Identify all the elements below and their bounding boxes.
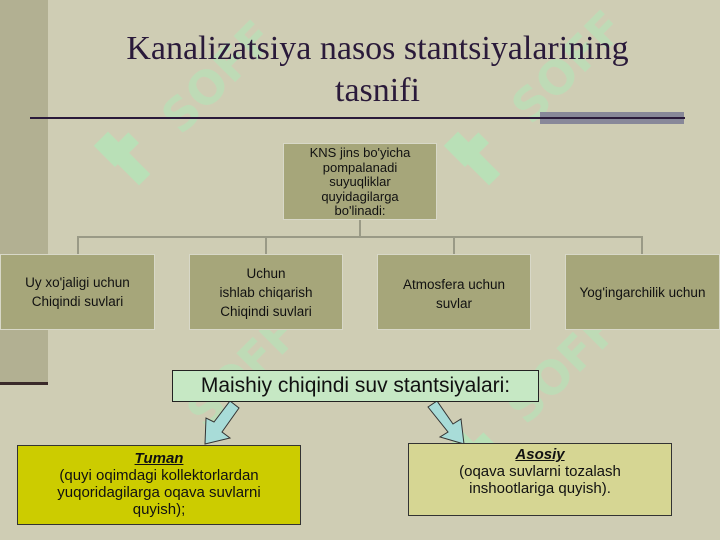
connector-horizontal xyxy=(77,236,642,238)
diagram-child-text: Atmosfera uchun suvlar xyxy=(402,277,506,311)
diagram-child-text: Uy xo'jaligi uchun Chiqindi suvlari xyxy=(25,275,130,309)
connector-drop-2 xyxy=(265,236,267,254)
diagram-root-box: KNS jins bo'yicha pompalanadi suyuqlikla… xyxy=(283,143,437,220)
connector-drop-1 xyxy=(77,236,79,254)
diagram-child-box-household: Uy xo'jaligi uchun Chiqindi suvlari xyxy=(0,254,155,330)
diagram-child-text: Uchun ishlab chiqarish Chiqindi suvlari xyxy=(219,265,313,319)
tuman-heading: Tuman xyxy=(134,450,184,467)
maishiy-label-box: Maishiy chiqindi suv stantsiyalari: xyxy=(172,370,539,402)
watermark-logo-icon xyxy=(83,111,171,199)
maishiy-label-text: Maishiy chiqindi suv stantsiyalari: xyxy=(200,374,511,397)
watermark-logo-icon xyxy=(433,111,521,199)
asosiy-description: (oqava suvlarni tozalash inshootlariga q… xyxy=(459,463,621,497)
tuman-description: (quyi oqimdagi kollektorlardan yuqoridag… xyxy=(57,467,261,518)
connector-root-stem xyxy=(359,220,361,237)
diagram-root-text: KNS jins bo'yicha pompalanadi suyuqlikla… xyxy=(309,145,411,218)
diagram-child-text: Yog'ingarchilik uchun xyxy=(579,284,706,300)
title-rule xyxy=(30,117,685,119)
asosiy-box: Asosiy (oqava suvlarni tozalash inshootl… xyxy=(408,443,672,516)
tuman-box: Tuman (quyi oqimdagi kollektorlardan yuq… xyxy=(17,445,301,525)
slide-title: Kanalizatsiya nasos stantsiyalarining ta… xyxy=(126,30,629,109)
connector-drop-3 xyxy=(453,236,455,254)
diagram-child-box-industrial: Uchun ishlab chiqarish Chiqindi suvlari xyxy=(189,254,343,330)
arrow-to-asosiy-icon xyxy=(427,400,465,445)
connector-drop-4 xyxy=(641,236,643,254)
asosiy-heading: Asosiy xyxy=(515,446,565,463)
arrow-to-tuman-icon xyxy=(204,400,240,445)
diagram-child-box-atmospheric: Atmosfera uchun suvlar xyxy=(377,254,531,330)
left-band-underline xyxy=(0,382,48,385)
diagram-child-box-precipitation: Yog'ingarchilik uchun xyxy=(565,254,720,330)
